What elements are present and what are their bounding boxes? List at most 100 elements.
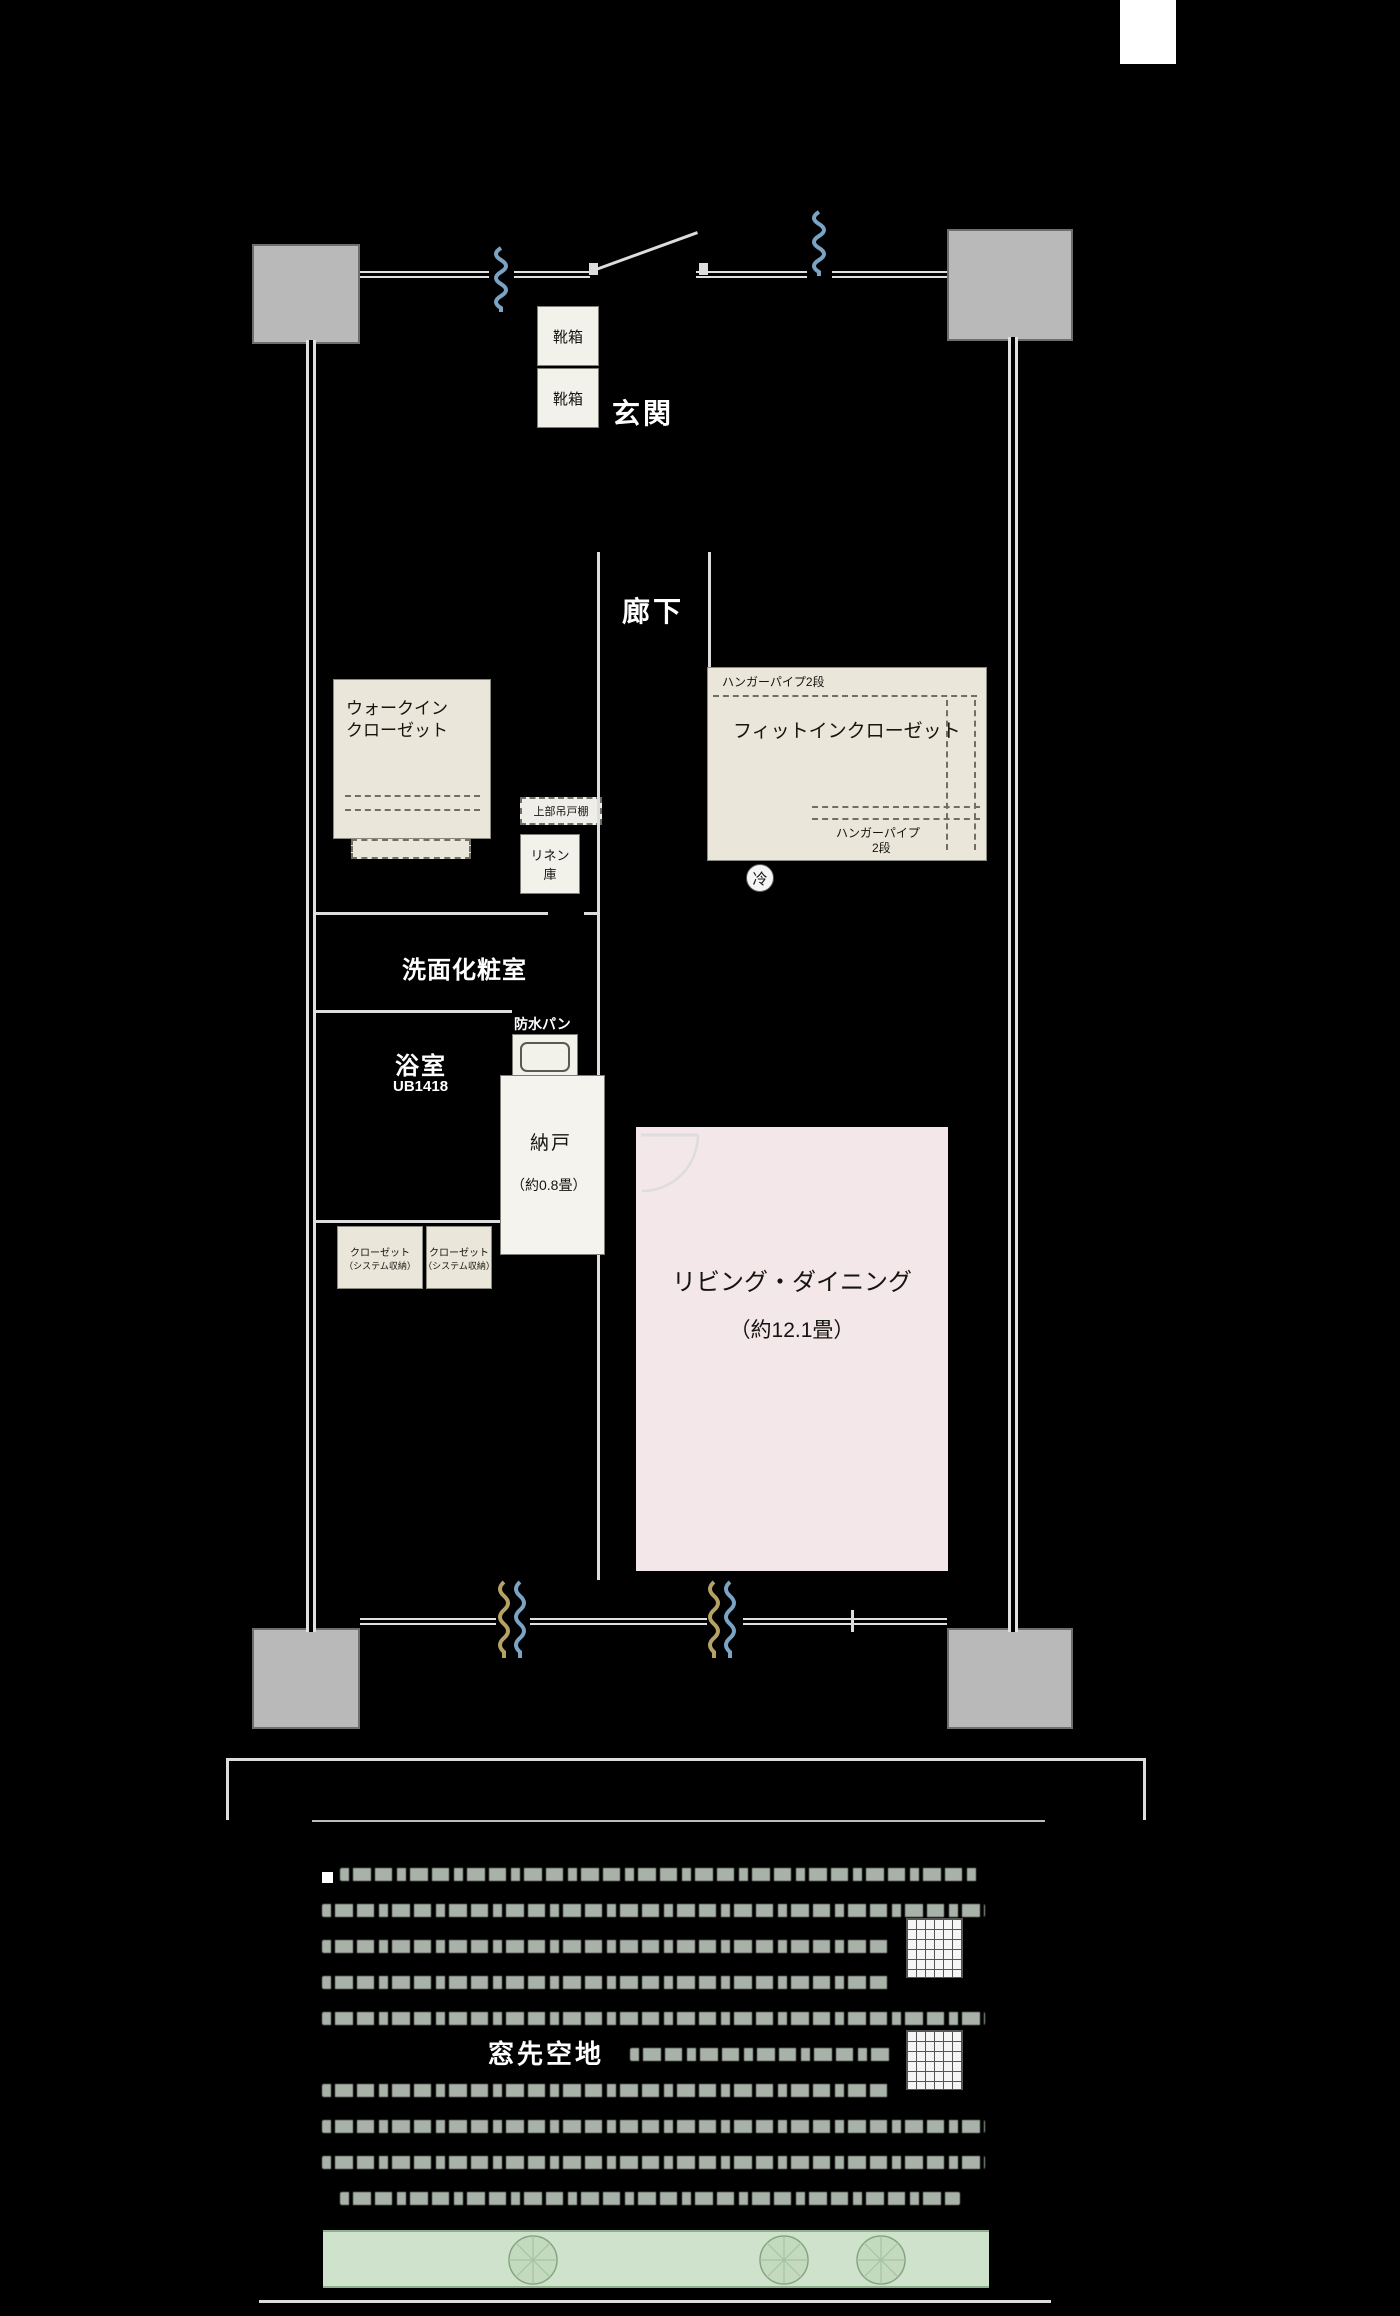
hanger-pipe-line bbox=[345, 795, 480, 797]
interior-wall bbox=[584, 912, 600, 915]
hallway-label: 廊下 bbox=[622, 596, 685, 627]
legend-grid-icon bbox=[906, 2030, 963, 2090]
living-dining-label: リビング・ダイニング bbox=[672, 1269, 912, 1296]
outer-wall-top-seg2 bbox=[514, 271, 590, 278]
living-dining-room bbox=[636, 1127, 948, 1571]
open-space-label: 窓先空地 bbox=[488, 2039, 605, 2069]
hanger-pipe-bottom-label-line1: ハンガーパイプ bbox=[836, 826, 920, 840]
walk-in-closet bbox=[333, 679, 491, 839]
shoe-box-label: 靴箱 bbox=[552, 328, 583, 346]
door-swing-icon bbox=[641, 1133, 700, 1193]
fit-in-closet-label: フィットインクローゼット bbox=[733, 721, 961, 742]
shoe-box: 靴箱 bbox=[537, 368, 599, 428]
interior-wall bbox=[316, 1010, 512, 1013]
system-closet-label-line1: クローゼット bbox=[429, 1247, 489, 1259]
hanger-pipe-top-label: ハンガーパイプ2段 bbox=[722, 675, 825, 689]
interior-wall bbox=[597, 682, 600, 1129]
washroom-label: 洗面化粧室 bbox=[402, 957, 527, 984]
interior-wall bbox=[597, 1198, 600, 1580]
outer-wall-left bbox=[306, 340, 316, 1632]
legend-grid-icon bbox=[906, 1918, 963, 1978]
pillar-top-left bbox=[252, 244, 360, 344]
hanger-pipe-line bbox=[345, 809, 480, 811]
living-dining-size: （約12.1畳） bbox=[729, 1319, 855, 1342]
walk-in-closet-shelf bbox=[351, 839, 471, 859]
disclaimer-text-line bbox=[322, 1940, 892, 1953]
outer-wall-bottom-seg2 bbox=[530, 1618, 707, 1625]
sash-window-symbol-icon bbox=[498, 1580, 526, 1658]
outer-wall-top-seg1 bbox=[360, 271, 489, 278]
disclaimer-text-line bbox=[322, 2120, 985, 2133]
tree-icon bbox=[759, 2235, 809, 2285]
pillar-bottom-right bbox=[947, 1628, 1073, 1729]
walk-in-closet-label-line1: ウォークイン bbox=[346, 699, 448, 718]
page-corner-mark bbox=[1120, 0, 1176, 64]
hanger-pipe-line-vertical bbox=[946, 700, 948, 850]
system-closet: クローゼット （システム収納） bbox=[423, 1226, 495, 1289]
outer-wall-bottom-seg3 bbox=[743, 1618, 947, 1625]
outer-wall-top-seg3 bbox=[696, 271, 807, 278]
shoe-box-label: 靴箱 bbox=[552, 390, 583, 408]
disclaimer-bullet-square bbox=[322, 1872, 333, 1883]
disclaimer-text-line bbox=[322, 2012, 985, 2025]
bathroom-label: 浴室 bbox=[395, 1053, 447, 1080]
sash-window-symbol-icon bbox=[708, 1580, 736, 1658]
outer-wall-bottom-seg1 bbox=[360, 1618, 496, 1625]
linen-storage-label-line1: リネン bbox=[530, 848, 570, 863]
linen-storage: リネン 庫 bbox=[520, 834, 580, 894]
pillar-bottom-left bbox=[252, 1628, 360, 1729]
waterproof-pan-label: 防水パン bbox=[514, 1016, 571, 1032]
disclaimer-text-line bbox=[630, 2048, 890, 2061]
system-closet-label-line1: クローゼット bbox=[350, 1247, 410, 1259]
disclaimer-text-line bbox=[322, 1976, 892, 1989]
storage-room-size: （約0.8畳） bbox=[511, 1177, 587, 1193]
pillar-top-right bbox=[947, 229, 1073, 341]
refrigerator-label: 冷 bbox=[752, 870, 768, 888]
storage-room-label: 納戸 bbox=[530, 1133, 573, 1154]
refrigerator-mark: 冷 bbox=[746, 864, 774, 892]
system-closet-label-line2: （システム収納） bbox=[344, 1260, 416, 1271]
disclaimer-text-line bbox=[322, 2084, 892, 2097]
upper-cabinet: 上部吊戸棚 bbox=[520, 797, 602, 825]
disclaimer-text-line bbox=[340, 1868, 980, 1881]
system-closet-label-line2: （システム収納） bbox=[423, 1260, 495, 1271]
walk-in-closet-label-line2: クローゼット bbox=[346, 721, 448, 740]
hanger-pipe-line bbox=[713, 695, 977, 697]
linen-storage-label-line2: 庫 bbox=[543, 867, 557, 882]
balcony-end-tick bbox=[1143, 1758, 1146, 1820]
entrance-label: 玄関 bbox=[612, 398, 675, 429]
window-symbol-icon bbox=[494, 246, 508, 312]
disclaimer-text-line bbox=[322, 1904, 985, 1917]
disclaimer-text-line bbox=[340, 2192, 960, 2205]
system-closet: クローゼット （システム収納） bbox=[337, 1226, 423, 1289]
outer-wall-top-seg4 bbox=[832, 271, 947, 278]
hanger-pipe-line bbox=[812, 806, 980, 808]
upper-cabinet-label: 上部吊戸棚 bbox=[533, 806, 589, 818]
corridor-door-frame bbox=[708, 552, 711, 682]
balcony-inner-line bbox=[312, 1820, 1045, 1822]
balcony-outer-line bbox=[226, 1758, 1146, 1761]
waterproof-pan-basin bbox=[520, 1042, 570, 1072]
interior-wall bbox=[316, 1220, 500, 1223]
shoe-box: 靴箱 bbox=[537, 306, 599, 366]
bathroom-unit-label: UB1418 bbox=[393, 1078, 449, 1095]
waterproof-pan bbox=[512, 1034, 578, 1080]
entrance-door-jamb-right bbox=[699, 263, 708, 275]
hanger-pipe-bottom-label-line2: 2段 bbox=[872, 841, 891, 855]
outer-wall-right bbox=[1008, 337, 1018, 1632]
entrance-door-leaf bbox=[595, 231, 698, 271]
hanger-pipe-line bbox=[812, 818, 980, 820]
entrance-door-jamb-left bbox=[589, 263, 598, 275]
storage-room bbox=[500, 1075, 605, 1255]
corridor-door-frame bbox=[597, 552, 600, 682]
interior-wall bbox=[316, 912, 548, 915]
window-symbol-icon bbox=[812, 210, 826, 276]
tree-icon bbox=[508, 2235, 558, 2285]
fit-in-closet bbox=[707, 667, 987, 861]
hanger-pipe-line-vertical bbox=[974, 700, 976, 850]
bottom-rule-line bbox=[259, 2300, 1051, 2303]
balcony-end-tick bbox=[226, 1758, 229, 1820]
wall-tick bbox=[851, 1610, 854, 1632]
tree-icon bbox=[856, 2235, 906, 2285]
